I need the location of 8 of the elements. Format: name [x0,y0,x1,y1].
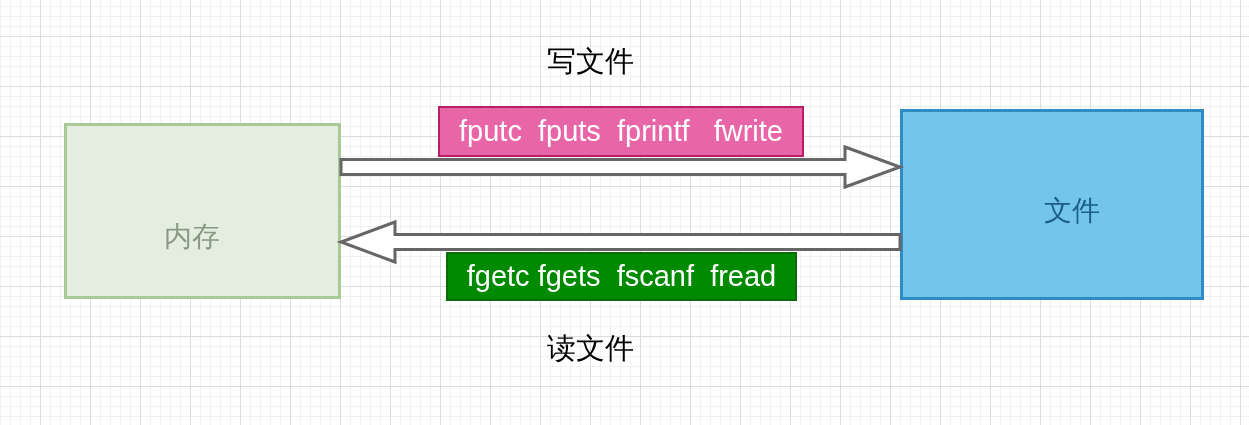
process-box: 文件 [900,109,1204,300]
block-arrow [339,144,905,190]
edge-label: fgetc fgets fscanf fread [446,252,797,301]
block-arrow [336,219,902,265]
text-label: 读文件 [546,330,634,366]
edge-label: fputc fputs fprintf fwrite [438,106,804,157]
process-box: 内存 [64,123,341,299]
text-label: 写文件 [546,43,634,79]
